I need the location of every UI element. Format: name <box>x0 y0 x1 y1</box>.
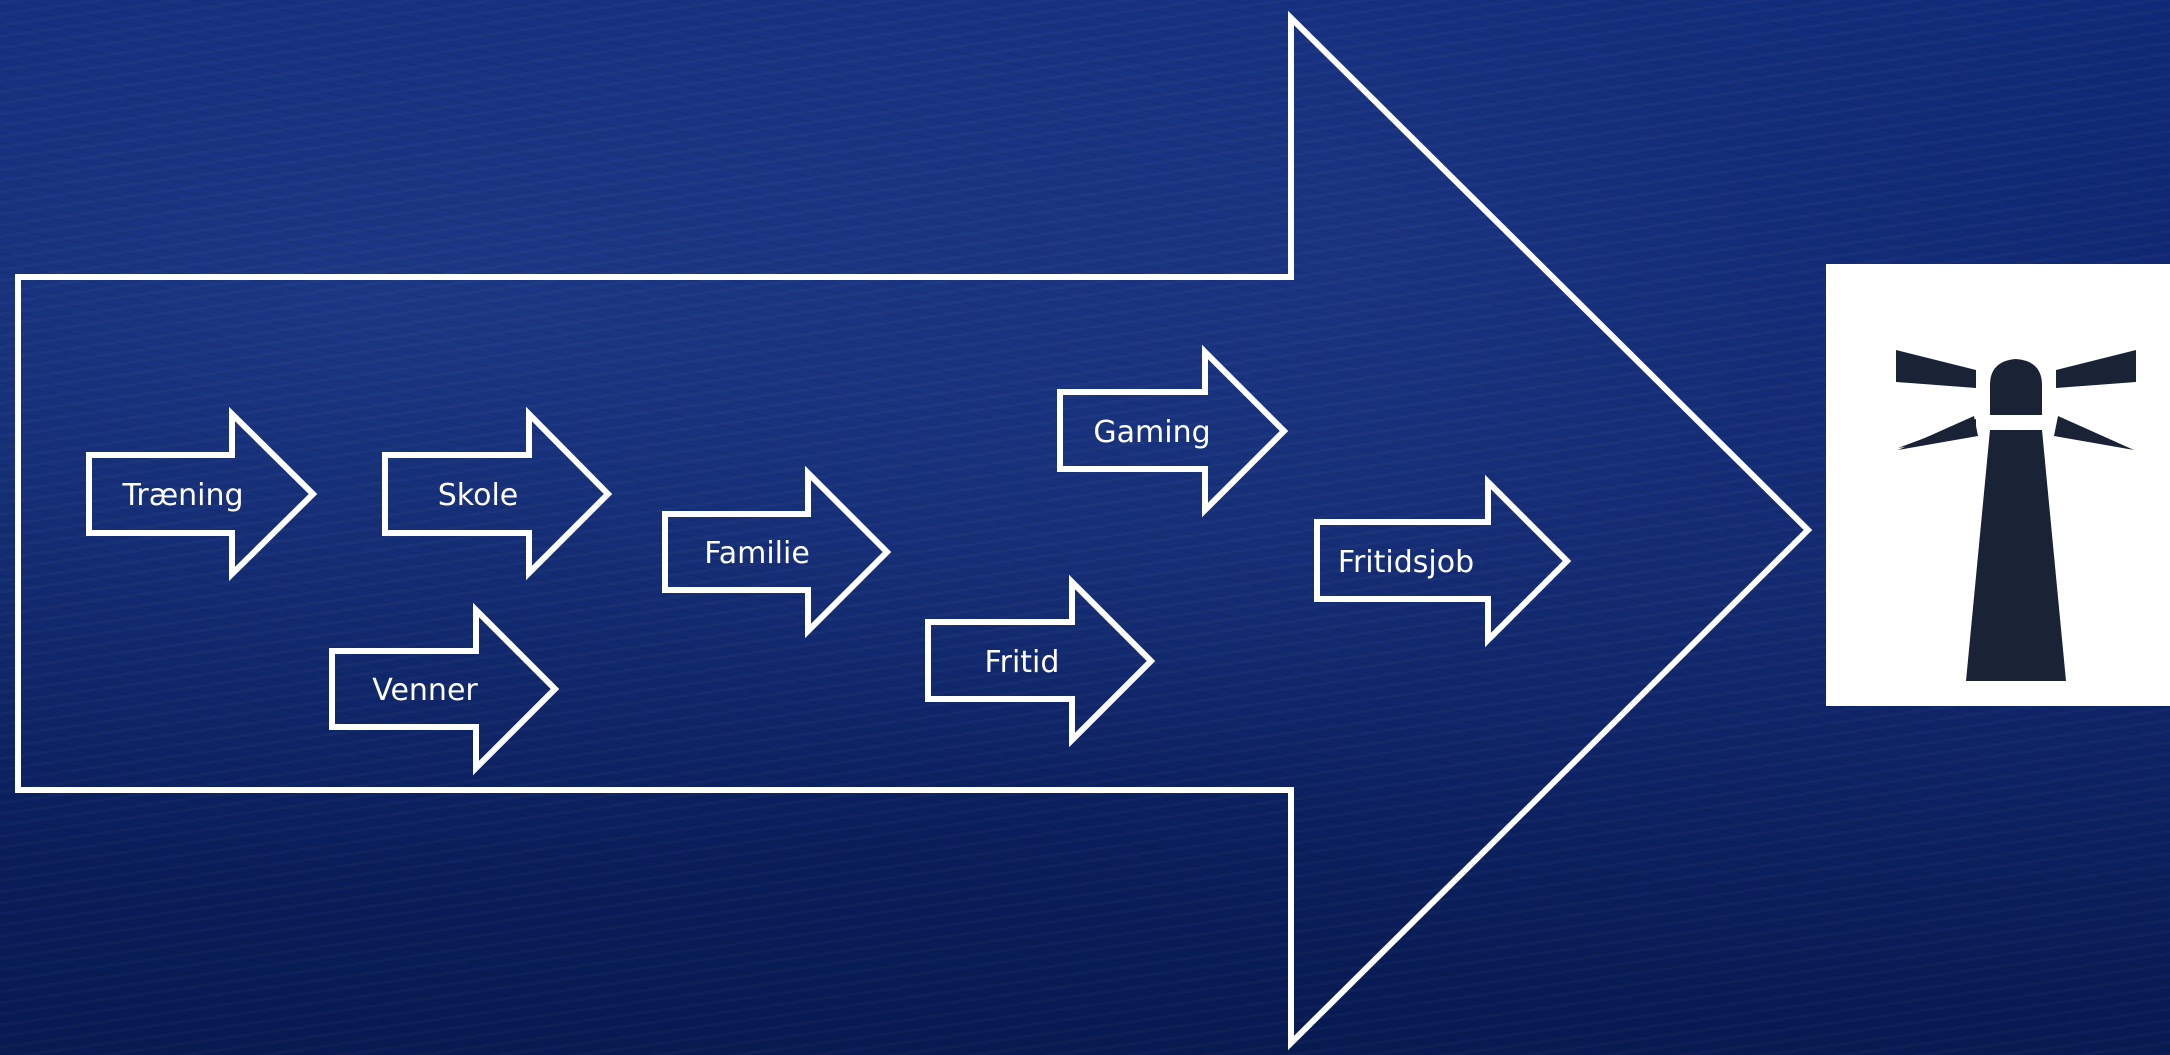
arrow-gaming-shape <box>1057 344 1289 518</box>
arrow-traening-label: Træning <box>121 478 243 513</box>
arrow-traening-shape <box>86 406 318 582</box>
arrow-gaming: Gaming <box>1057 344 1289 518</box>
arrow-fritid: Fritid <box>925 574 1156 748</box>
lighthouse-lantern <box>1990 359 2042 415</box>
arrow-venner-label: Venner <box>372 673 478 708</box>
arrow-fritidsjob: Fritidsjob <box>1314 474 1572 648</box>
arrow-traening: Træning <box>86 406 318 582</box>
lighthouse-beam-left-upper <box>1896 350 1976 388</box>
arrow-skole-label: Skole <box>438 478 519 513</box>
logo-panel <box>1826 264 2170 706</box>
lighthouse-tower <box>1966 430 2066 681</box>
lighthouse-icon <box>1896 350 2136 681</box>
arrow-gaming-label: Gaming <box>1093 415 1210 450</box>
arrow-fritid-label: Fritid <box>985 645 1060 680</box>
arrow-venner-shape <box>329 602 560 776</box>
arrow-skole-shape <box>382 406 613 581</box>
main-arrow <box>15 10 1813 1051</box>
arrow-fritidsjob-label: Fritidsjob <box>1338 545 1474 580</box>
arrow-fritid-shape <box>925 574 1156 748</box>
lighthouse-beam-right-lower <box>2054 416 2134 450</box>
lighthouse-beam-left-lower-fill <box>1898 416 1978 450</box>
arrow-familie: Familie <box>662 465 892 639</box>
arrow-venner: Venner <box>329 602 560 776</box>
arrow-familie-shape <box>662 465 892 639</box>
arrow-fritidsjob-shape <box>1314 474 1572 648</box>
lighthouse-beam-right-upper <box>2056 350 2136 388</box>
arrow-skole: Skole <box>382 406 613 581</box>
arrow-familie-label: Familie <box>704 536 810 571</box>
